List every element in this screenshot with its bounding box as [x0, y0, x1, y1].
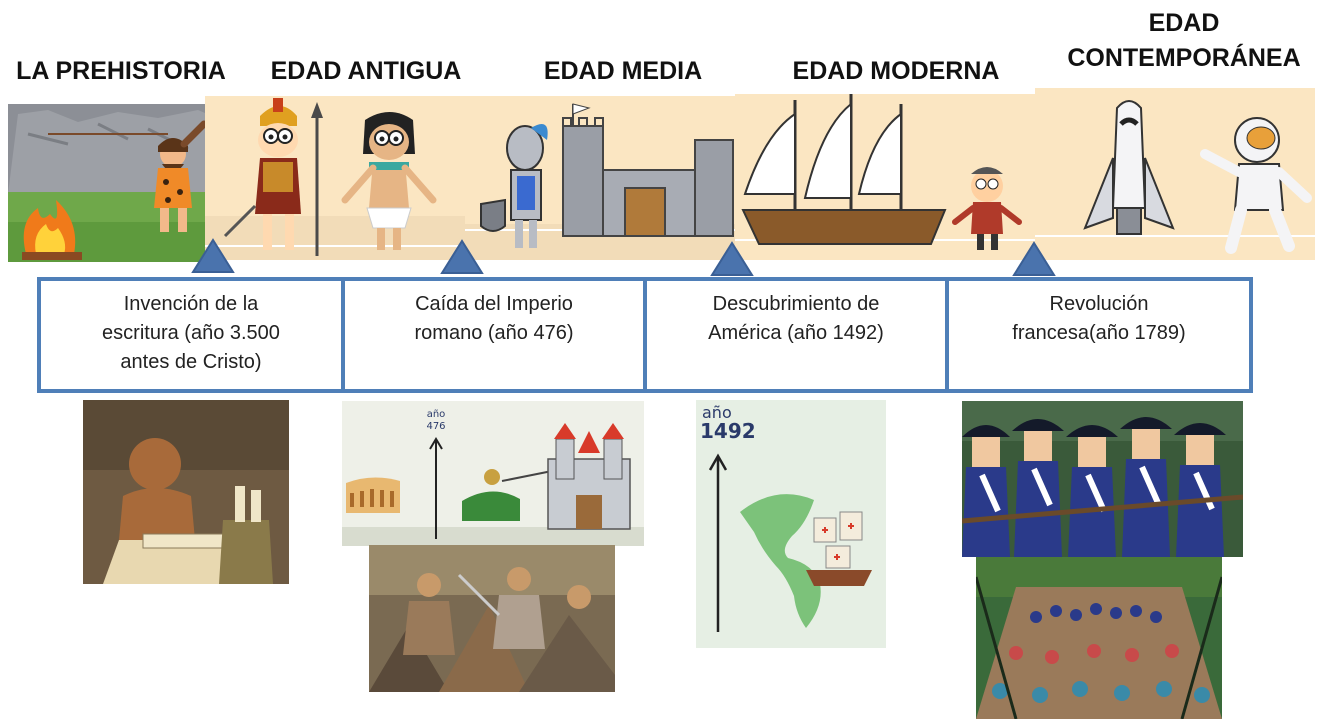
event-box-imperio-romano: Caída del Imperio romano (año 476): [341, 277, 647, 393]
event-text-line: Caída del Imperio: [415, 293, 573, 315]
event-text-line: América (año 1492): [708, 322, 884, 344]
era-image-contemporanea: [1035, 88, 1315, 260]
event-text-line: antes de Cristo): [120, 351, 262, 373]
event-text-line: escritura (año 3.500: [102, 322, 280, 344]
era-title-antigua: EDAD ANTIGUA: [270, 57, 462, 85]
era-title-prehistoria: LA PREHISTORIA: [16, 57, 226, 85]
era-image-prehistoria: [8, 104, 212, 262]
rome-year: 476: [426, 421, 445, 432]
event-image-escriba: [83, 400, 289, 584]
era-title-line-1: EDAD: [1148, 9, 1220, 37]
timeline-marker: [440, 239, 484, 274]
event-text-line: francesa(año 1789): [1012, 322, 1186, 344]
event-text-line: Descubrimiento de: [712, 293, 880, 315]
event-image-caida-roma: año 476: [342, 401, 644, 546]
america-year: 1492: [700, 419, 756, 443]
event-text-line: Revolución: [1049, 293, 1149, 315]
event-box-escritura: Invención de la escritura (año 3.500 ant…: [37, 277, 345, 393]
rome-year-word: año: [427, 409, 446, 420]
event-box-america: Descubrimiento de América (año 1492): [643, 277, 949, 393]
america-year-word: año: [702, 403, 732, 422]
era-image-media: [465, 96, 735, 260]
era-image-moderna: [735, 94, 1035, 260]
era-title-moderna: EDAD MODERNA: [792, 57, 1000, 85]
timeline-marker: [1012, 241, 1056, 276]
event-image-multitud-revolucion: [976, 557, 1222, 719]
era-title-line-2: CONTEMPORÁNEA: [1067, 44, 1301, 72]
timeline-marker: [191, 238, 235, 273]
era-image-antigua: [205, 96, 467, 260]
event-text-line: romano (año 476): [414, 322, 574, 344]
event-box-revolucion: Revolución francesa(año 1789): [945, 277, 1253, 393]
event-image-soldados-revolucion: [962, 401, 1243, 557]
event-text-line: Invención de la: [123, 293, 259, 315]
event-image-america: año 1492: [696, 400, 886, 648]
era-title-contemporanea: EDAD CONTEMPORÁNEA: [1052, 8, 1316, 73]
era-title-media: EDAD MEDIA: [543, 57, 703, 85]
timeline-marker: [710, 241, 754, 276]
event-image-batalla-roma: [369, 545, 615, 692]
